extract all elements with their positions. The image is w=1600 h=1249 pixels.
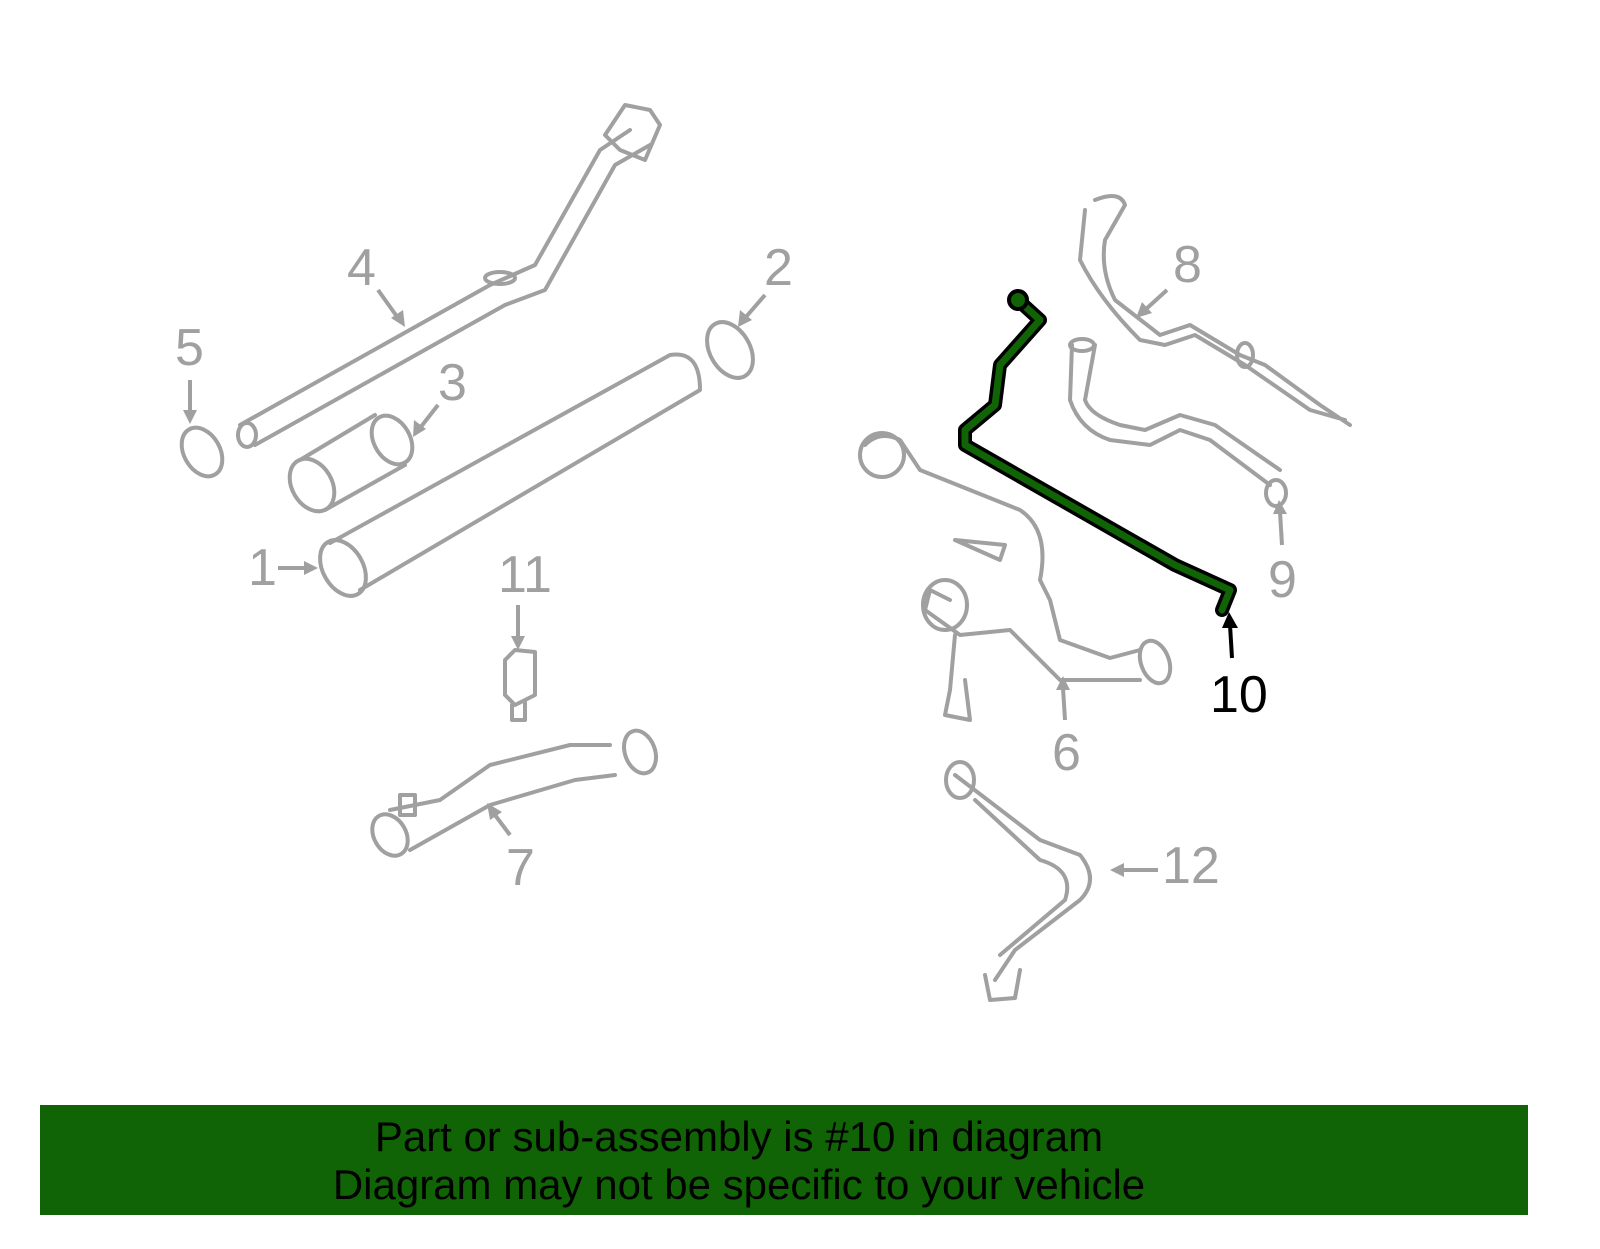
part-2-ring[interactable] — [698, 314, 763, 386]
part-11-sensor[interactable] — [503, 648, 537, 722]
banner-line-2: Diagram may not be specific to your vehi… — [332, 1161, 1146, 1208]
part-7-hose[interactable] — [365, 726, 661, 862]
callout-12: 12 — [1162, 837, 1220, 895]
callout-arrows — [183, 288, 1287, 877]
part-1-tube[interactable] — [311, 352, 702, 604]
callout-3: 3 — [438, 354, 467, 412]
callout-10: 10 — [1210, 666, 1268, 724]
callout-5: 5 — [175, 319, 204, 377]
part-3-sleeve[interactable] — [281, 408, 421, 519]
callout-4: 4 — [347, 239, 376, 297]
callout-6: 6 — [1052, 724, 1081, 782]
callout-11: 11 — [498, 546, 552, 604]
callout-2: 2 — [764, 239, 793, 297]
callout-9: 9 — [1268, 551, 1297, 609]
part-4-pipe[interactable] — [236, 103, 662, 449]
part-8-hose[interactable] — [1078, 194, 1352, 427]
part-12-hose[interactable] — [944, 760, 1092, 1002]
part-6-housing[interactable] — [858, 431, 1176, 722]
part-info-banner: Part or sub-assembly is #10 in diagram D… — [40, 1105, 1528, 1215]
part-5-ring[interactable] — [173, 420, 230, 483]
parts-diagram: 1 2 3 4 5 6 7 8 9 10 11 12 — [173, 103, 1352, 1002]
callout-1: 1 — [248, 539, 277, 597]
part-10-hose-highlighted[interactable] — [958, 289, 1237, 617]
callout-7: 7 — [506, 839, 535, 897]
banner-line-1: Part or sub-assembly is #10 in diagram — [374, 1113, 1104, 1160]
callout-8: 8 — [1173, 236, 1202, 294]
part-9-hose[interactable] — [1068, 337, 1288, 508]
